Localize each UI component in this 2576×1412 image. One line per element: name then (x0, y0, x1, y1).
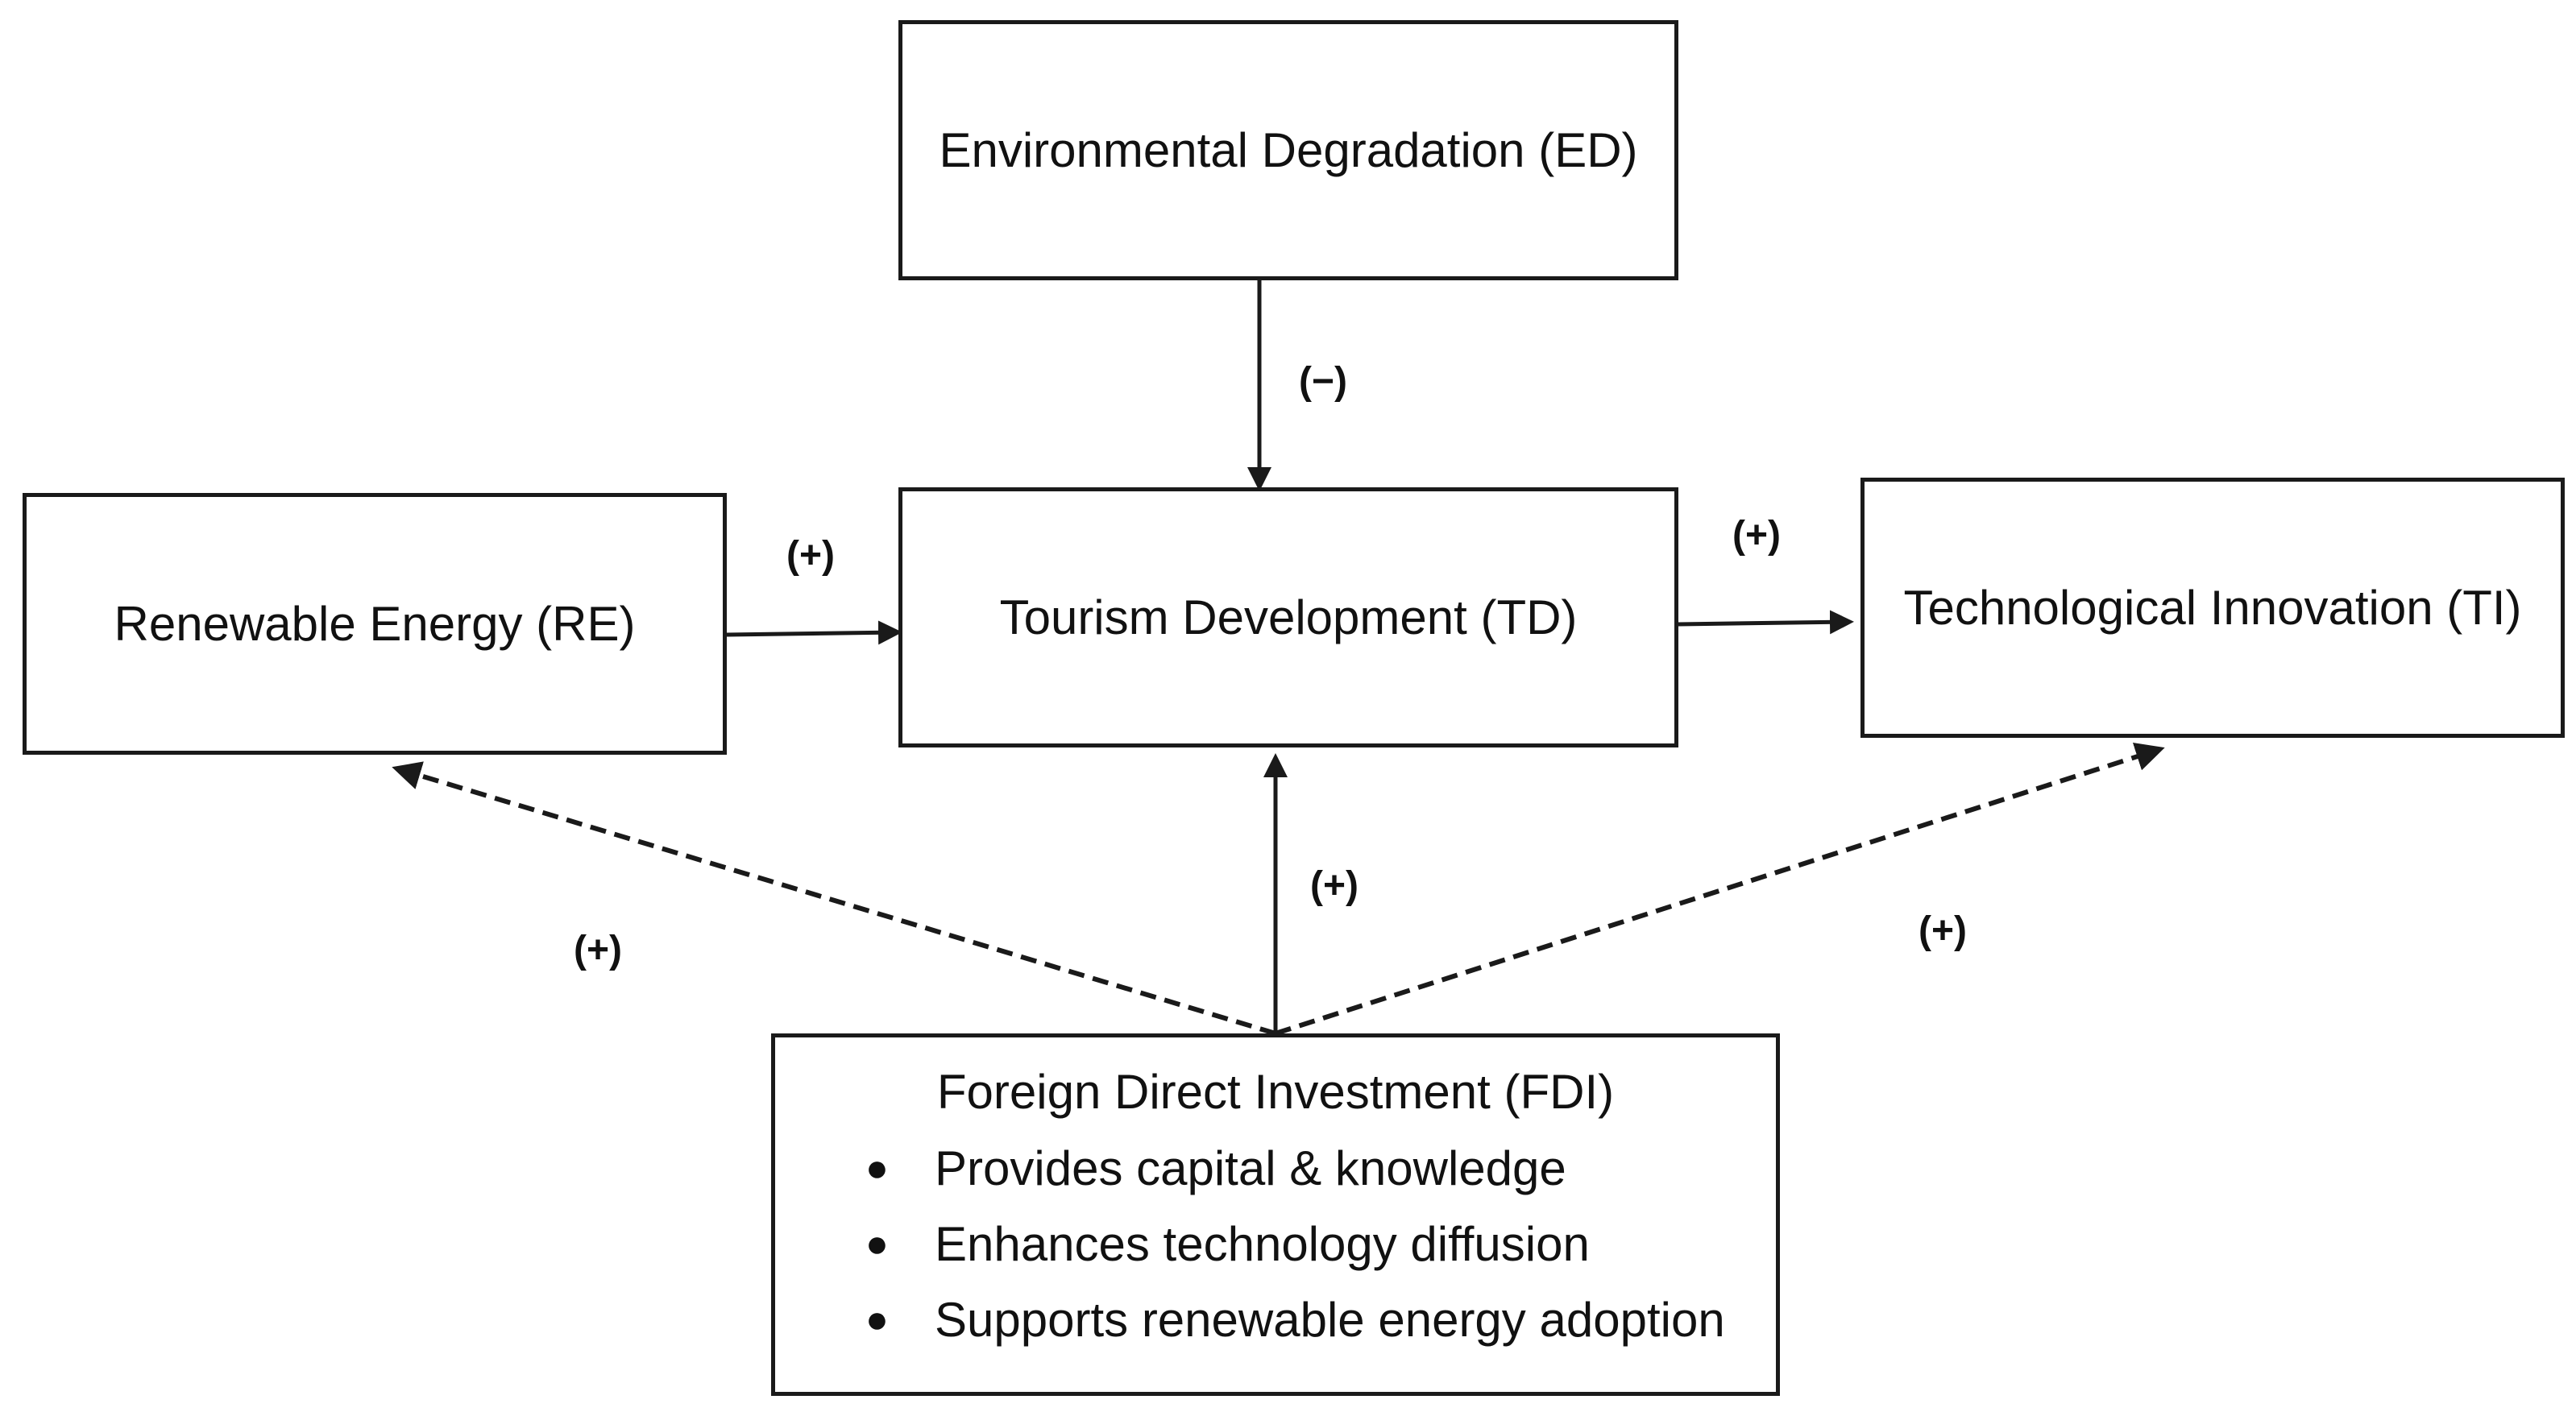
edge-sign-fdi-re: (+) (574, 929, 622, 971)
list-item-text: Enhances technology diffusion (935, 1217, 1590, 1271)
list-item: ● Enhances technology diffusion (865, 1207, 1776, 1282)
bullet-icon: ● (865, 1298, 889, 1341)
node-tourism-development: Tourism Development (TD) (898, 487, 1678, 747)
edge-sign-ed-td: (−) (1299, 360, 1347, 403)
node-label: Renewable Energy (RE) (114, 596, 636, 651)
list-item-text: Provides capital & knowledge (935, 1141, 1566, 1195)
arrow-td-to-ti (1678, 610, 1854, 635)
fdi-bullet-list: ● Provides capital & knowledge ● Enhance… (775, 1131, 1776, 1358)
node-label: Technological Innovation (TI) (1903, 580, 2522, 635)
node-label: Tourism Development (TD) (999, 590, 1578, 644)
list-item: ● Provides capital & knowledge (865, 1131, 1776, 1207)
node-label: Foreign Direct Investment (FDI) (936, 1065, 1615, 1119)
node-environmental-degradation: Environmental Degradation (ED) (898, 20, 1678, 280)
edge-sign-fdi-ti: (+) (1919, 909, 1967, 952)
arrow-fdi-to-re (392, 761, 1276, 1036)
edge-sign-td-ti: (+) (1732, 514, 1781, 557)
arrow-fdi-to-ti (1275, 743, 2165, 1036)
edge-sign-fdi-td: (+) (1310, 864, 1359, 907)
bullet-icon: ● (865, 1147, 889, 1190)
edge-sign-re-td: (+) (786, 534, 835, 577)
node-foreign-direct-investment: Foreign Direct Investment (FDI) ● Provid… (771, 1033, 1780, 1396)
node-renewable-energy: Renewable Energy (RE) (23, 493, 727, 755)
bullet-icon: ● (865, 1223, 889, 1265)
list-item: ● Supports renewable energy adoption (865, 1282, 1776, 1358)
list-item-text: Supports renewable energy adoption (935, 1293, 1725, 1347)
node-technological-innovation: Technological Innovation (TI) (1860, 478, 2565, 738)
arrow-re-to-td (726, 620, 902, 645)
node-label: Environmental Degradation (ED) (939, 122, 1638, 177)
